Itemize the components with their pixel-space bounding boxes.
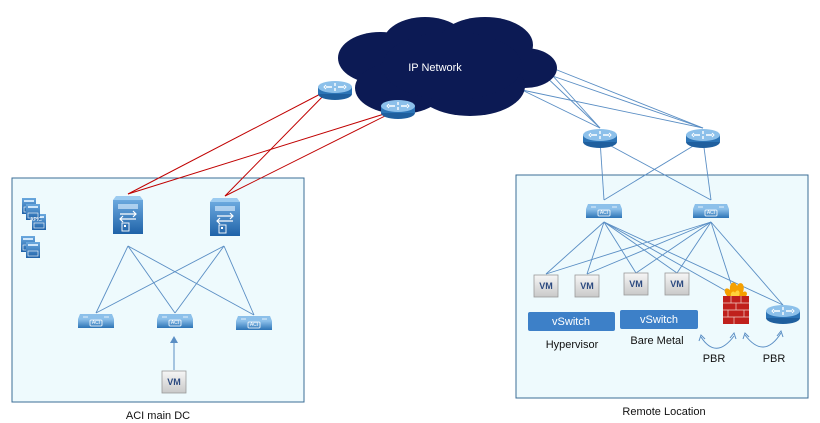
svg-text:VM: VM [670, 279, 684, 289]
remote-wan-links [521, 65, 712, 201]
remote-vm-1: VM [533, 274, 559, 298]
main-dc-fabric-links [95, 245, 255, 316]
remote-fabric-links [545, 221, 784, 306]
svg-text:ACI: ACI [250, 322, 258, 328]
apic-label: APIC [30, 217, 42, 223]
remote-vm-4: VM [664, 272, 690, 296]
remote-location-label: Remote Location [622, 406, 705, 418]
ip-network-cloud [338, 17, 557, 116]
main-dc-spine-icon-1 [112, 195, 144, 235]
wan-router-icon-1 [317, 80, 353, 101]
remote-router-icon-2 [685, 128, 721, 149]
main-dc-leaf-3: ACI [235, 315, 273, 331]
vswitch-baremetal: vSwitch [620, 310, 698, 329]
svg-text:ACI: ACI [600, 210, 608, 216]
svg-text:VM: VM [539, 281, 553, 291]
svg-text:ACI: ACI [92, 320, 100, 326]
firewall-icon [723, 282, 749, 324]
pbr-label-1: PBR [703, 353, 726, 365]
svg-text:ACI: ACI [707, 210, 715, 216]
vswitch-hypervisor: vSwitch [528, 312, 615, 331]
remote-vm-3: VM [623, 272, 649, 296]
main-dc-spine-icon-2 [209, 197, 241, 237]
main-dc-label: ACI main DC [126, 410, 190, 422]
remote-router-icon-1 [582, 128, 618, 149]
svg-text:VM: VM [629, 279, 643, 289]
main-dc-vm: VM [161, 370, 187, 394]
svg-text:vSwitch: vSwitch [552, 316, 590, 328]
svg-text:VM: VM [167, 377, 181, 387]
remote-location-panel [515, 174, 809, 399]
pbr-arrow-2 [742, 329, 784, 348]
main-dc-leaf-1: ACI [77, 313, 115, 329]
hypervisor-label: Hypervisor [546, 339, 599, 351]
main-dc-leaf-2: ACI [156, 313, 194, 329]
main-dc-panel [11, 177, 305, 403]
service-router-icon [765, 304, 801, 325]
baremetal-label: Bare Metal [630, 335, 683, 347]
svg-text:vSwitch: vSwitch [640, 314, 678, 326]
pbr-arrow-1 [698, 331, 737, 349]
remote-vm-2: VM [574, 274, 600, 298]
main-dc-vm-link [170, 336, 178, 370]
svg-text:VM: VM [580, 281, 594, 291]
remote-leaf-1: ACI [585, 203, 623, 219]
remote-leaf-2: ACI [692, 203, 730, 219]
wan-router-icon-2 [380, 99, 416, 120]
pbr-label-2: PBR [763, 353, 786, 365]
ip-network-label: IP Network [408, 62, 462, 74]
svg-text:ACI: ACI [171, 320, 179, 326]
main-dc-wan-links [127, 88, 398, 197]
